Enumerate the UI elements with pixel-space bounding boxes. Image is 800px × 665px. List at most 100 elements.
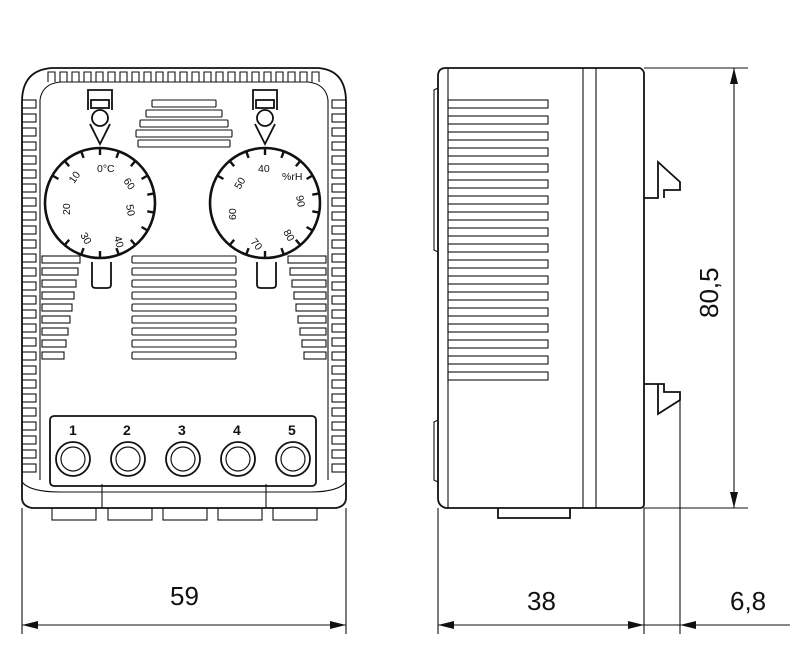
rib-right [331,323,347,333]
dial-tick [80,150,85,159]
bottom-feet [21,481,347,521]
side-vent-slot [447,131,549,141]
vent-slot-left [41,279,77,288]
grille-tooth [167,71,176,82]
grille-tooth [71,71,80,82]
hygrostat-tick-80: 80 [280,228,296,244]
side-vent-slot [447,115,549,125]
vent-slot [151,99,217,108]
thermostat-unit-label: 0°C [97,163,115,175]
hygrostat-tick-60: 60 [227,208,239,220]
vent-slot-left [41,255,81,264]
rib-left [21,323,37,333]
grille-tooth [83,71,92,82]
vent-slot [131,339,237,348]
terminal-block: 1 2 3 4 5 [49,415,317,487]
grille-tooth [299,71,308,82]
terminal-hole-inner [280,446,306,472]
vent-slot-left [41,303,73,312]
vent-slot-right [293,291,327,300]
hygrostat-tick-50: 50 [232,175,248,191]
hygrostat-lock [252,89,278,147]
dial-tick [147,192,155,196]
rib-left [21,113,37,123]
dial-tick [80,247,85,256]
grille-tooth [143,71,152,82]
dial-tick [305,225,314,232]
rib-right [331,365,347,375]
vent-slot-right [295,303,327,312]
vent-slot [131,279,237,288]
rib-right [331,435,347,445]
rib-right [331,379,347,389]
rib-right [331,295,347,305]
thermostat-tick-50: 50 [123,203,137,217]
terminal-label-1: 1 [69,422,77,438]
depth-dimension: 38 [527,586,556,616]
rib-right [331,351,347,361]
dial-tick [63,238,71,246]
vent-slot [131,315,237,324]
side-vent-slot [447,243,549,253]
thermostat-pointer [91,262,112,289]
hygrostat-pointer [256,262,277,289]
vent-slot [131,303,237,312]
vent-slot [137,139,231,148]
din-clip-top [644,159,681,199]
rib-left [21,463,37,473]
side-vent-slot [447,323,549,333]
vent-slot-right [301,339,327,348]
rib-right [331,211,347,221]
grille-tooth [95,71,104,82]
rib-left [21,407,37,417]
front-inner-panel [39,81,329,480]
grille-tooth [131,71,140,82]
vent-slot [131,255,237,264]
vent-slot-left [41,327,69,336]
vent-slot [131,267,237,276]
rib-right [331,463,347,473]
dial-tick [228,238,236,246]
rib-left [21,239,37,249]
side-vent-slot [447,163,549,173]
grille-tooth [275,71,284,82]
side-vent-slot [447,179,549,189]
rib-left [21,253,37,263]
dial-tick [51,174,60,181]
rib-right [331,99,347,109]
rib-right [331,183,347,193]
front-view: 0°C 10 20 30 40 50 60 40 %rH 50 60 70 80… [21,67,347,521]
dial-tick [140,174,149,181]
hygrostat-ticks [216,148,320,258]
rib-right [331,141,347,151]
vent-slot-left [41,351,65,360]
side-vent-slot [447,99,549,109]
vent-slot-left [41,339,67,348]
side-ribs [21,99,347,473]
din-clip-bottom [644,383,681,416]
thermostat-lock [87,89,113,147]
vent-slot [145,109,223,118]
side-vent-slot [447,307,549,317]
vent-slot [131,291,237,300]
rib-left [21,183,37,193]
rib-left [21,281,37,291]
grille-tooth [287,71,296,82]
rib-right [331,253,347,263]
terminal-panel [49,415,317,487]
rib-left [21,365,37,375]
dimension-lines [21,67,790,634]
rib-right [331,225,347,235]
vent-slot [135,129,233,138]
dial-tick [245,247,250,256]
dial-tick [312,210,320,214]
side-vent-slot [447,355,549,365]
rib-left [21,211,37,221]
thermostat-ticks [51,148,155,258]
rib-left [21,435,37,445]
side-vent-slot [447,259,549,269]
side-vent-slot [447,211,549,221]
grille-tooth [227,71,236,82]
rib-right [331,169,347,179]
dial-tick [63,160,71,168]
